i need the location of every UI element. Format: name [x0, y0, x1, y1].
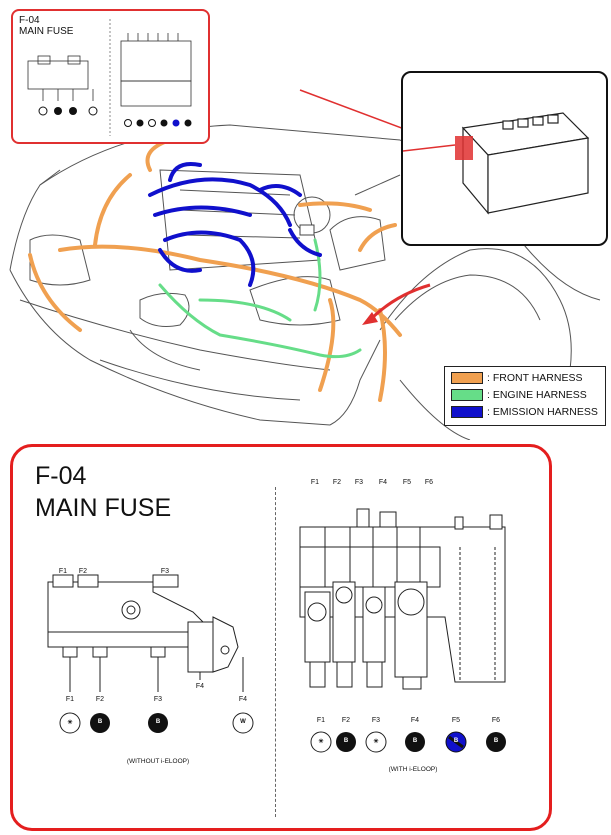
right-bottom-label-f5: F5: [451, 717, 461, 724]
right-symbol-f2: B: [343, 738, 349, 744]
right-symbol-f6: B: [493, 738, 499, 744]
fuse-block-without-eloop: [47, 574, 244, 692]
main-fuse-inset: F-04 MAIN FUSE: [11, 9, 210, 144]
main-fuse-detail-panel: F-04 MAIN FUSE F1 F2 F3 F4 F1 F2 F3 F4 ✳…: [10, 444, 552, 831]
right-terminal-symbols: [310, 731, 506, 753]
right-bottom-label-f1: F1: [316, 717, 326, 724]
left-bottom-label-f1: F1: [65, 696, 75, 703]
battery-icon: [402, 112, 590, 215]
right-top-label-f5: F5: [402, 479, 412, 486]
left-symbol-f3: B: [155, 719, 161, 725]
right-top-label-f1: F1: [310, 479, 320, 486]
legend-label-front: : FRONT HARNESS: [487, 372, 583, 384]
legend-label-engine: : ENGINE HARNESS: [487, 389, 587, 401]
legend-label-emission: : EMISSION HARNESS: [487, 406, 598, 418]
legend-item-engine: : ENGINE HARNESS: [451, 388, 587, 402]
engine-bay-illustration: [9, 89, 601, 440]
right-bottom-label-f3: F3: [371, 717, 381, 724]
left-bottom-label-f3: F3: [153, 696, 163, 703]
right-caption: (WITH i-ELOOP): [388, 766, 438, 773]
right-top-label-f2: F2: [332, 479, 342, 486]
left-caption: (WITHOUT i-ELOOP): [126, 758, 190, 765]
fuse-block-with-eloop: [299, 508, 506, 690]
right-symbol-f1: ✳: [318, 739, 324, 745]
emission-harness-swatch: [451, 406, 483, 418]
legend-item-front: : FRONT HARNESS: [451, 371, 582, 385]
left-symbol-f1: ✳: [67, 720, 73, 726]
left-top-label-f1: F1: [58, 568, 68, 575]
left-symbol-f2: B: [97, 719, 103, 725]
left-terminal-symbols: [59, 712, 254, 734]
inset-fuse-thumbnails: [27, 19, 192, 136]
right-top-label-f3: F3: [354, 479, 364, 486]
legend-item-emission: : EMISSION HARNESS: [451, 405, 598, 419]
engine-harness-swatch: [451, 389, 483, 401]
right-bottom-label-f4: F4: [410, 717, 420, 724]
right-symbol-f4: B: [412, 738, 418, 744]
left-bottom-label-f4: F4: [238, 696, 248, 703]
left-bottom-label-f2: F2: [95, 696, 105, 703]
right-bottom-label-f6: F6: [491, 717, 501, 724]
battery-callout: [401, 71, 608, 246]
left-side-label-f4: F4: [195, 683, 205, 690]
right-bottom-label-f2: F2: [341, 717, 351, 724]
right-top-label-f4: F4: [378, 479, 388, 486]
left-symbol-f4: W: [240, 719, 246, 725]
inset-code: F-04: [19, 15, 40, 26]
right-symbol-f3: ✳: [373, 739, 379, 745]
front-harness-swatch: [451, 372, 483, 384]
left-top-label-f2: F2: [78, 568, 88, 575]
harness-legend: : FRONT HARNESS : ENGINE HARNESS : EMISS…: [444, 366, 606, 426]
right-symbol-f5: B: [453, 738, 459, 744]
main-title: MAIN FUSE: [35, 494, 172, 522]
inset-title: MAIN FUSE: [19, 26, 74, 37]
left-top-label-f3: F3: [160, 568, 170, 575]
right-top-label-f6: F6: [424, 479, 434, 486]
main-code: F-04: [35, 462, 87, 490]
panel-divider: [275, 487, 276, 817]
